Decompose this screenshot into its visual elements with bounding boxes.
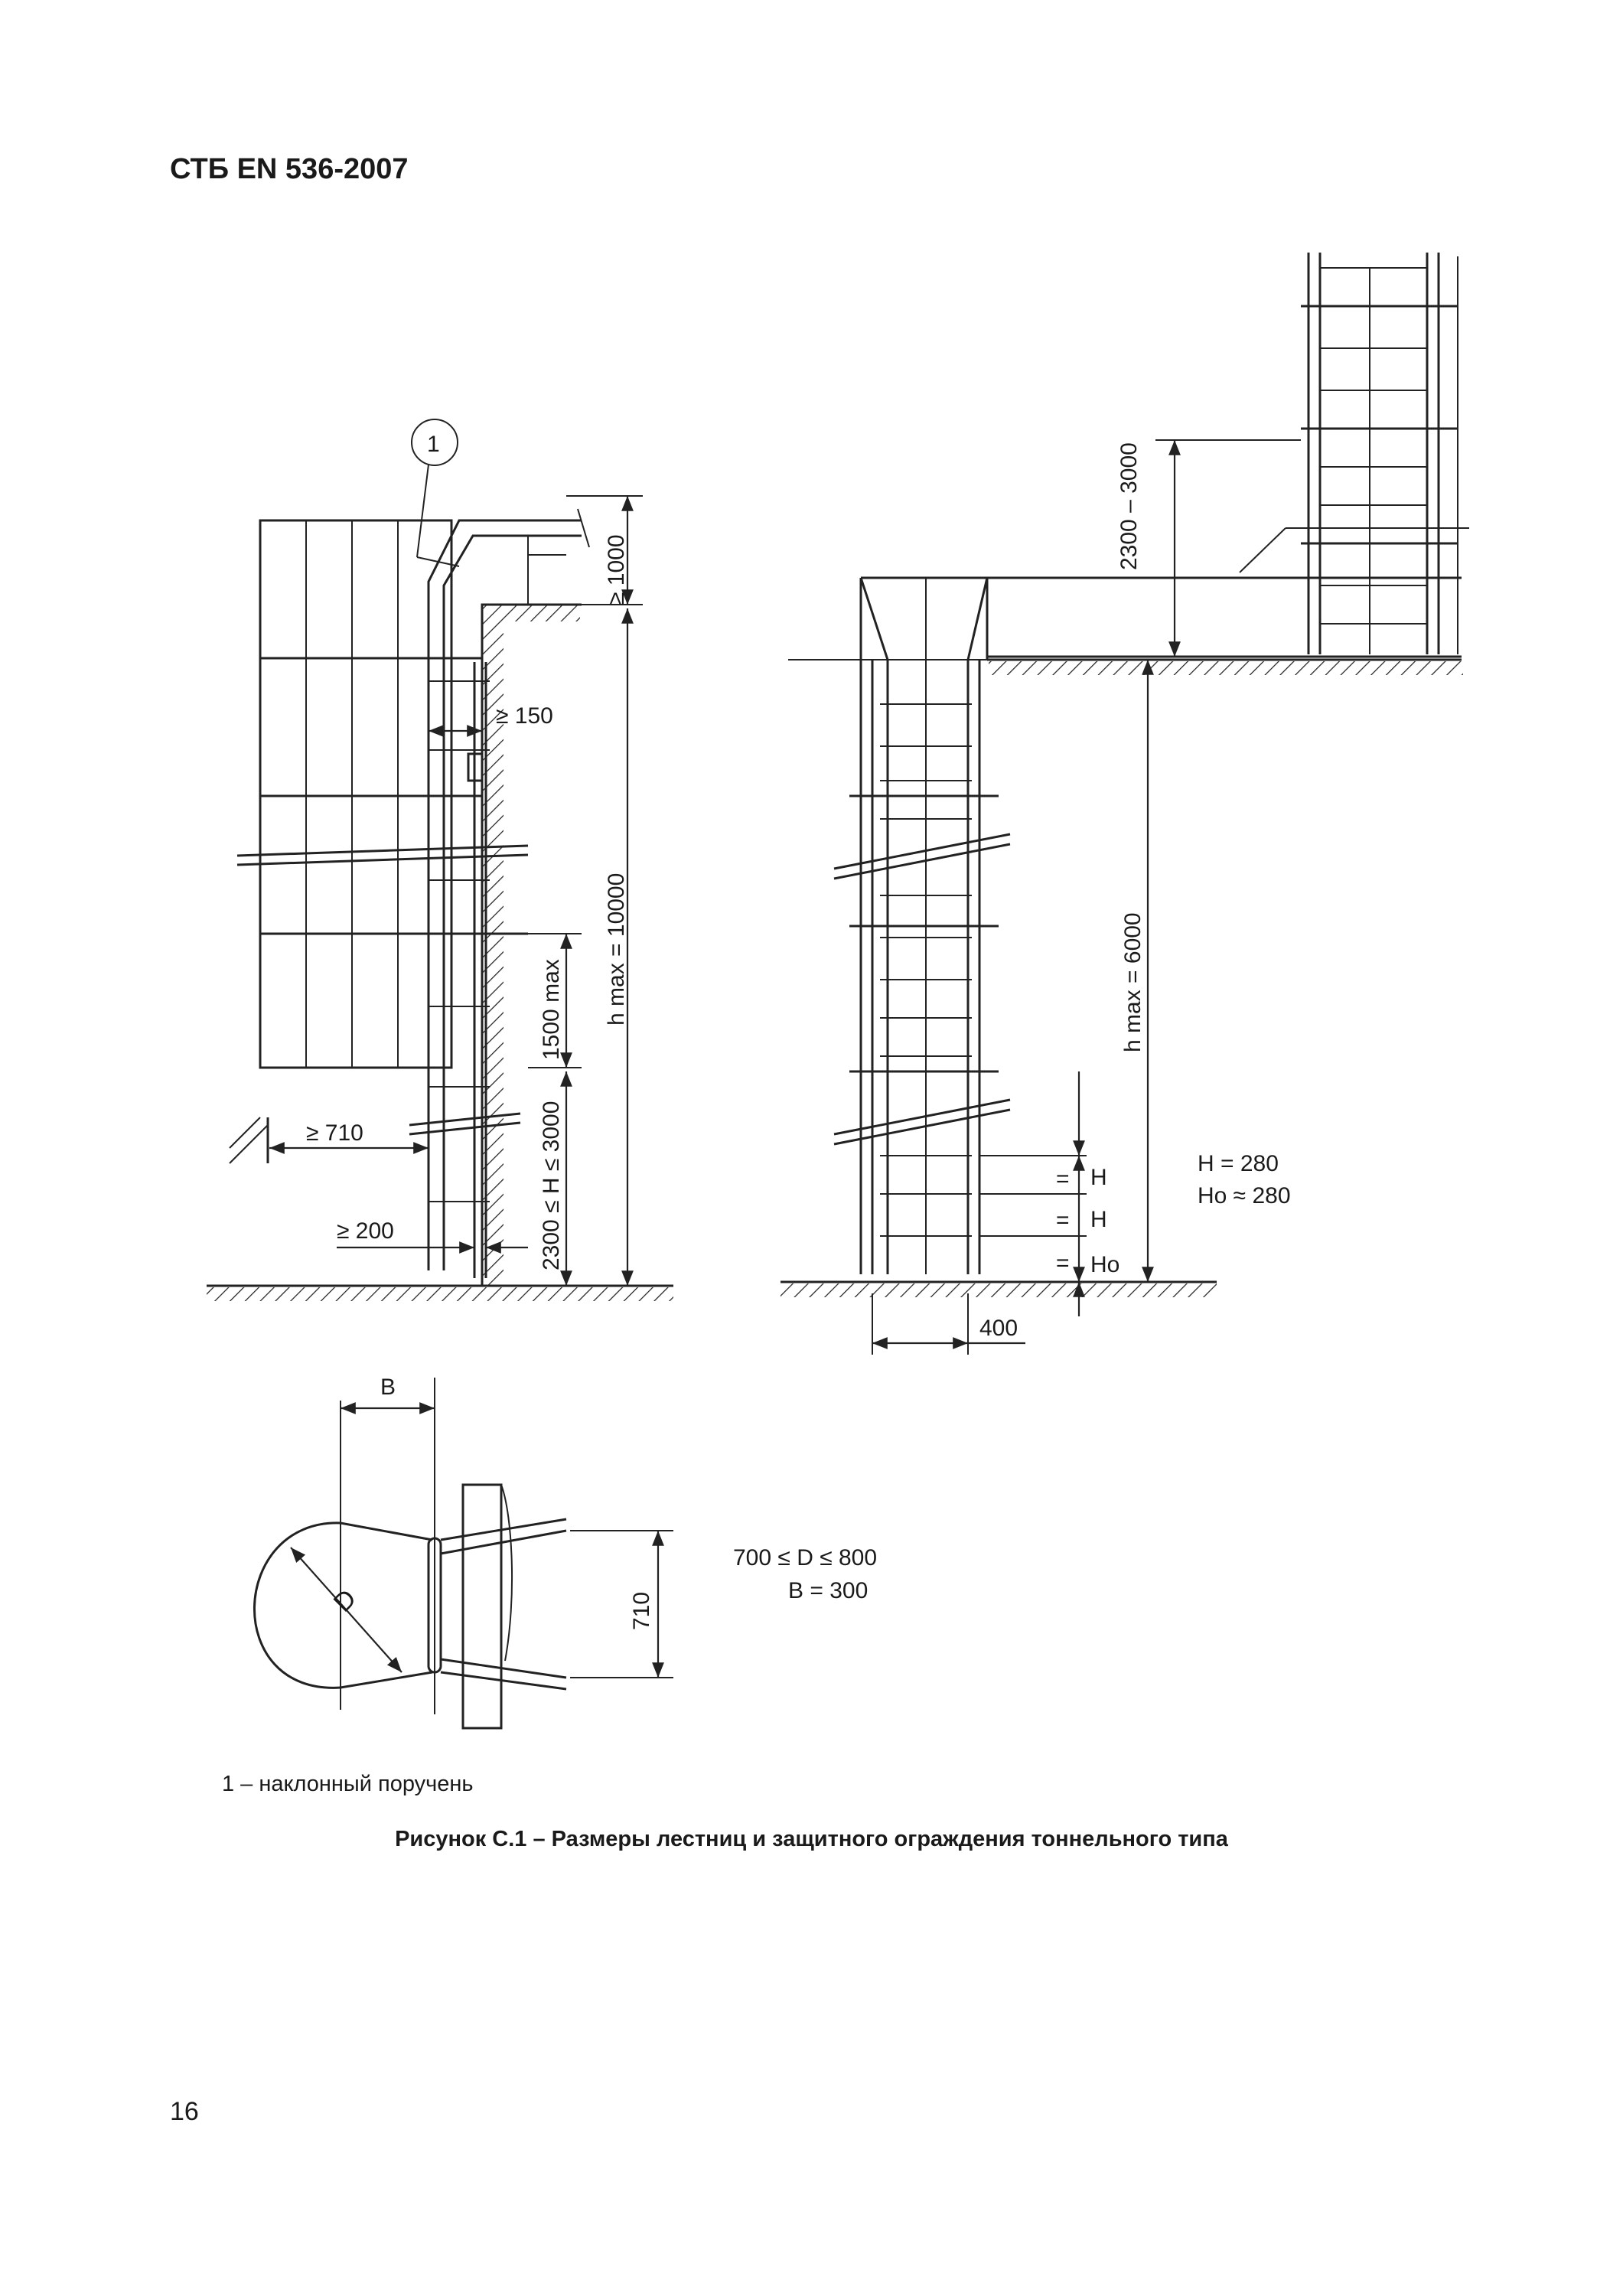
figure-caption: Рисунок С.1 – Размеры лестниц и защитног… [395,1827,1228,1851]
dim-start-label: 2300 ≤ H ≤ 3000 [539,1101,564,1270]
dim-segment-label: 1500 max [539,959,564,1060]
dim-clearance-label: ≥ 710 [306,1120,363,1146]
figure-legend: 1 – наклонный поручень [222,1772,474,1796]
eq-mark-1: = [1056,1166,1070,1192]
eq-mark-3: = [1056,1251,1070,1276]
callout-1: 1 [427,432,440,457]
section-drawing: B D 710 700 ≤ D ≤ 800 B = 300 [253,1375,877,1730]
dim-upper-label: 2300 – 3000 [1116,442,1142,570]
page-number: 16 [170,2097,199,2126]
step-ho-label: Ho [1090,1252,1119,1277]
right-ladder-drawing: 2300 – 3000 h max = 6000 = = = H H Ho H … [781,253,1469,1355]
step-h-label-1: H [1090,1165,1107,1190]
eq-mark-2: = [1056,1208,1070,1233]
dim-b-label: B [380,1375,396,1400]
dim-d-label: D [328,1583,362,1617]
dim-height-right-label: h max = 6000 [1120,912,1146,1052]
note-d: 700 ≤ D ≤ 800 [733,1545,877,1570]
dim-top-label: ≥ 1000 [604,534,629,605]
dim-height-label: h max = 10000 [604,873,629,1026]
dim-wall-label: ≥ 200 [337,1218,394,1244]
step-h-label-2: H [1090,1207,1107,1232]
dim-710-label: 710 [629,1592,654,1630]
dim-width-label: 400 [979,1316,1018,1341]
document-id: СТБ EN 536-2007 [170,153,409,185]
note-ho: Ho ≈ 280 [1198,1183,1291,1208]
dim-offset-label: ≥ 150 [496,703,553,729]
left-ladder-drawing: 1 ≥ 1000 ≥ 150 h max = 10000 1500 max 23… [207,419,673,1301]
note-b: B = 300 [788,1578,868,1603]
note-h: H = 280 [1198,1151,1279,1176]
